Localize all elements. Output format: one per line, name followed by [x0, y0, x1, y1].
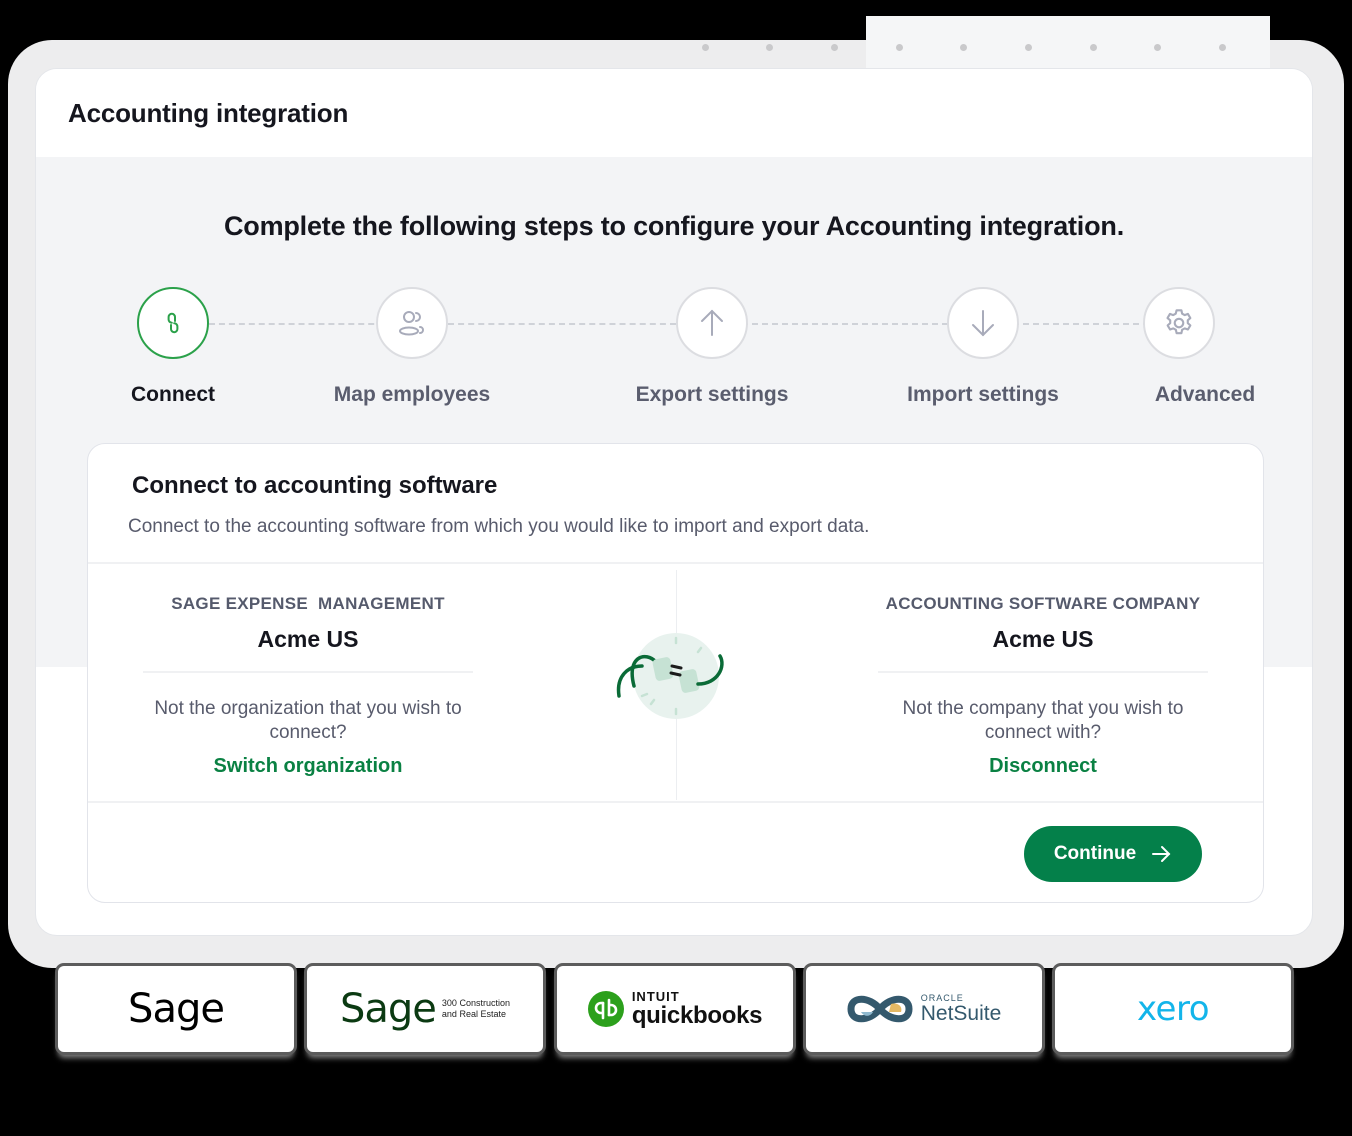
- netsuite-text: NetSuite: [920, 1002, 1002, 1025]
- step-label: Export settings: [635, 383, 789, 406]
- xero-logo-text: xero: [1136, 989, 1210, 1029]
- panel-label: ACCOUNTING SOFTWARE COMPANY: [885, 594, 1201, 613]
- divider: [88, 801, 1263, 803]
- card-title: Connect to accounting software: [132, 472, 498, 499]
- intuit-text: INTUIT: [631, 989, 680, 1004]
- intro-heading: Complete the following steps to configur…: [223, 211, 1124, 241]
- link-icon: [167, 312, 179, 334]
- decorative-dots: [0, 44, 1352, 54]
- step-circle: [137, 287, 209, 359]
- step-connector: [209, 323, 414, 325]
- organization-name: Acme US: [257, 626, 359, 652]
- plug-connection-icon: [616, 633, 724, 719]
- quickbooks-text: quickbooks: [631, 1002, 763, 1029]
- step-import-settings[interactable]: Import settings: [883, 287, 1083, 407]
- page-title: Accounting integration: [68, 97, 349, 128]
- users-icon: [399, 311, 424, 336]
- logo-sage: Sage: [58, 966, 294, 1052]
- step-circle: [676, 287, 748, 359]
- divider: [878, 671, 1208, 673]
- step-label: Connect: [131, 383, 215, 406]
- panel-question: Not the organization that you wish to co…: [154, 698, 462, 743]
- continue-button[interactable]: Continue: [1024, 826, 1202, 882]
- logo-quickbooks: INTUIT quickbooks: [557, 966, 793, 1052]
- step-label: Import settings: [907, 383, 1059, 406]
- step-label: Advanced: [1154, 383, 1256, 406]
- logo-netsuite: ORACLE NetSuite: [806, 966, 1042, 1052]
- oracle-text: ORACLE: [920, 993, 964, 1003]
- logo-xero: xero: [1055, 966, 1291, 1052]
- step-connector: [983, 323, 1179, 325]
- integration-logos: Sage Sage 300 Construction and Real Esta…: [0, 960, 1352, 1060]
- arrow-up-icon: [701, 309, 723, 336]
- step-progress: Connect Map employees Export settings: [36, 287, 1312, 407]
- panel-label: SAGE EXPENSE MANAGEMENT: [171, 594, 445, 613]
- step-circle: [376, 287, 448, 359]
- continue-label: Continue: [1053, 843, 1137, 864]
- subtitle-line: and Real Estate: [441, 1009, 506, 1019]
- step-label: Map employees: [333, 383, 491, 406]
- accounting-integration-window: Accounting integration Complete the foll…: [35, 68, 1313, 936]
- expense-management-panel: SAGE EXPENSE MANAGEMENT Acme US Not the …: [108, 564, 508, 778]
- step-circle: [947, 287, 1019, 359]
- switch-organization-link[interactable]: Switch organization: [213, 755, 403, 777]
- subtitle-line: 300 Construction: [441, 998, 510, 1008]
- arrow-right-icon: [1152, 846, 1171, 862]
- step-connector: [448, 323, 676, 325]
- sage-300-subtitle: 300 Construction and Real Estate: [442, 998, 510, 1020]
- background-tab: [866, 16, 1270, 72]
- arrow-down-icon: [972, 310, 994, 337]
- step-export-settings[interactable]: Export settings: [612, 287, 812, 407]
- gear-icon: [1166, 309, 1192, 335]
- step-circle: [1143, 287, 1215, 359]
- step-advanced[interactable]: Advanced: [1105, 287, 1305, 407]
- sage-logo-text: Sage: [128, 986, 225, 1032]
- divider: [88, 562, 1263, 564]
- netsuite-icon: [847, 995, 913, 1023]
- sage-300-logo-text: Sage: [340, 986, 437, 1032]
- card-description: Connect to the accounting software from …: [128, 516, 870, 537]
- company-name: Acme US: [992, 626, 1094, 652]
- panel-question: Not the company that you wish to connect…: [902, 698, 1184, 743]
- accounting-company-panel: ACCOUNTING SOFTWARE COMPANY Acme US Not …: [843, 564, 1243, 778]
- step-connect[interactable]: Connect: [73, 287, 273, 407]
- quickbooks-icon: [587, 991, 624, 1027]
- disconnect-link[interactable]: Disconnect: [989, 755, 1097, 777]
- step-map-employees[interactable]: Map employees: [312, 287, 512, 407]
- divider: [143, 671, 473, 673]
- logo-sage-300: Sage 300 Construction and Real Estate: [307, 966, 543, 1052]
- window-header: Accounting integration: [36, 69, 1312, 157]
- connect-card: Connect to accounting software Connect t…: [87, 443, 1264, 903]
- step-connector: [712, 323, 948, 325]
